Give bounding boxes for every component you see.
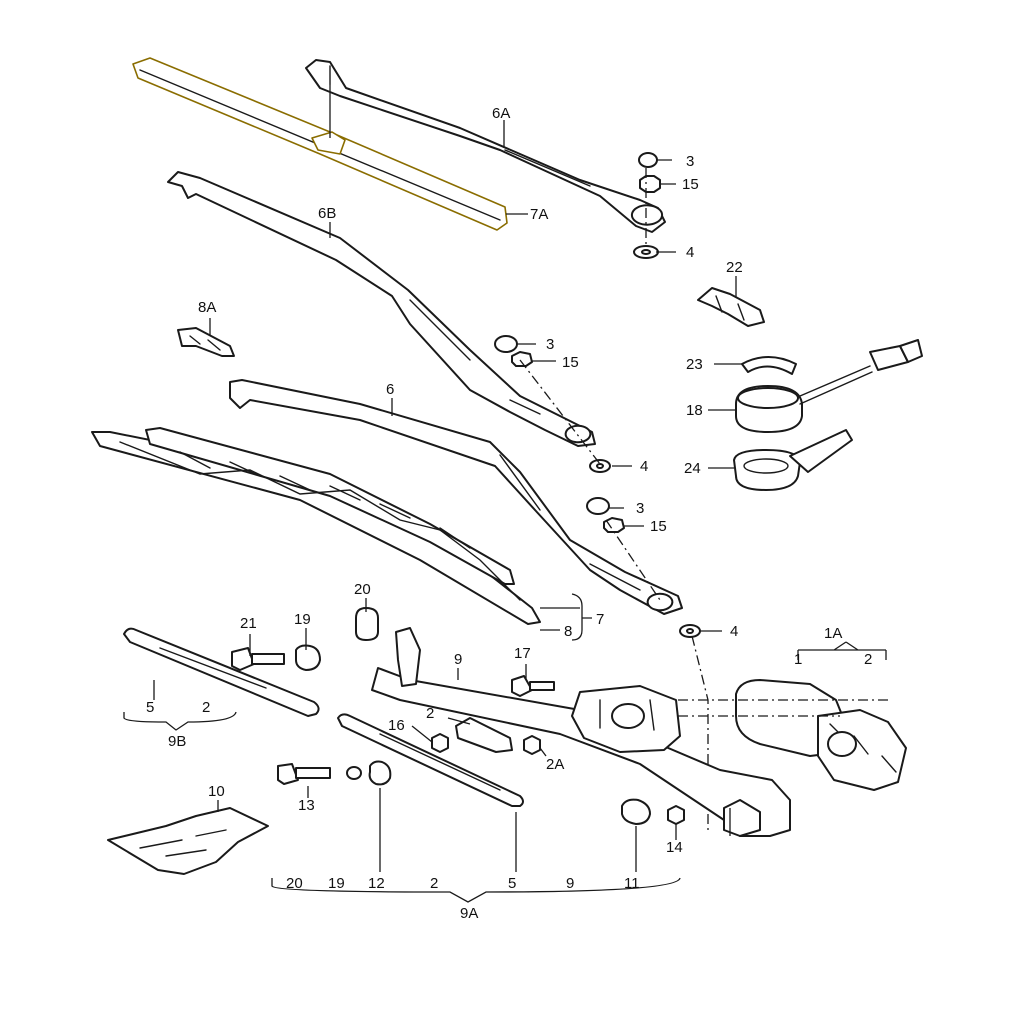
label-19: 19 [294, 611, 311, 628]
label-2: 2 [864, 651, 872, 668]
label-11: 11 [624, 875, 640, 892]
label-4c: 4 [730, 623, 738, 640]
rubber-boot-24[interactable] [733, 429, 853, 491]
adapter-clip-8A[interactable] [177, 327, 235, 357]
nut-14[interactable] [667, 805, 685, 825]
cap-3b[interactable] [494, 335, 518, 353]
clamp-ring-23[interactable] [741, 356, 797, 375]
label-2c: 2 [426, 705, 434, 722]
label-2A: 2A [546, 756, 564, 773]
washer-19b[interactable] [346, 766, 362, 780]
push-rod-5b[interactable] [337, 713, 524, 807]
label-16: 16 [388, 717, 405, 734]
label-12: 12 [368, 875, 385, 892]
label-6A: 6A [492, 105, 510, 122]
label-21: 21 [240, 615, 257, 632]
label-22: 22 [726, 259, 743, 276]
cap-3a[interactable] [638, 152, 658, 168]
nut-2A[interactable] [523, 735, 541, 755]
mounting-bracket-10[interactable] [107, 807, 269, 875]
label-8: 8 [564, 623, 572, 640]
linkage-frame-9[interactable] [371, 627, 791, 837]
push-rod-5[interactable] [123, 627, 320, 717]
label-3a: 3 [686, 153, 694, 170]
wiper-arm-6[interactable] [229, 379, 683, 615]
label-18: 18 [686, 402, 703, 419]
nut-16[interactable] [431, 733, 449, 753]
crank-2[interactable] [455, 717, 513, 753]
bush-11[interactable] [621, 798, 651, 825]
wiper-arm-6B[interactable] [167, 171, 596, 447]
rubber-bush-20[interactable] [355, 607, 379, 641]
label-17: 17 [514, 645, 531, 662]
group-brackets [123, 593, 887, 903]
wiper-blade-7A[interactable] [132, 57, 508, 231]
washer-4b[interactable] [589, 459, 611, 473]
label-13: 13 [298, 797, 315, 814]
label-14: 14 [666, 839, 683, 856]
label-6B: 6B [318, 205, 336, 222]
label-4a: 4 [686, 244, 694, 261]
label-6: 6 [386, 381, 394, 398]
label-1: 1 [794, 651, 802, 668]
wiper-motor-1[interactable] [735, 679, 907, 791]
label-15a: 15 [682, 176, 699, 193]
label-8A: 8A [198, 299, 216, 316]
nut-15a[interactable] [639, 175, 661, 193]
label-9A: 9A [460, 905, 478, 922]
label-9B: 9B [168, 733, 186, 750]
label-10: 10 [208, 783, 225, 800]
bush-12[interactable] [368, 760, 392, 786]
label-7A: 7A [530, 206, 548, 223]
label-7: 7 [596, 611, 604, 628]
row-label-20: 20 [286, 875, 303, 892]
label-20: 20 [354, 581, 371, 598]
label-23: 23 [686, 356, 703, 373]
leader-lines [153, 84, 742, 872]
row-label-9: 9 [566, 875, 574, 892]
nut-15b[interactable] [511, 351, 533, 367]
label-15b: 15 [562, 354, 579, 371]
bolt-21[interactable] [231, 647, 285, 671]
label-2b: 2 [202, 699, 210, 716]
label-1A: 1A [824, 625, 842, 642]
wiper-blade-8[interactable] [91, 427, 541, 625]
cap-3c[interactable] [586, 497, 610, 515]
label-15c: 15 [650, 518, 667, 535]
washer-4c[interactable] [679, 624, 701, 638]
label-3b: 3 [546, 336, 554, 353]
motor-cover-18[interactable] [735, 339, 923, 433]
label-5b: 5 [508, 875, 516, 892]
wiper-arm-6A[interactable] [305, 59, 666, 233]
row-label-19: 19 [328, 875, 345, 892]
bush-19[interactable] [295, 644, 321, 671]
label-9: 9 [454, 651, 462, 668]
bolt-13[interactable] [277, 763, 331, 785]
callout-labels: 6A 7A 3 15 4 6B 22 8A 3 15 23 18 6 4 24 … [146, 105, 872, 922]
bracket-22[interactable] [697, 287, 765, 327]
label-4b: 4 [640, 458, 648, 475]
row-label-2: 2 [430, 875, 438, 892]
bolt-17[interactable] [511, 675, 555, 697]
label-24: 24 [684, 460, 701, 477]
label-3c: 3 [636, 500, 644, 517]
washer-4a[interactable] [633, 245, 659, 259]
nut-15c[interactable] [603, 517, 625, 533]
label-5: 5 [146, 699, 154, 716]
